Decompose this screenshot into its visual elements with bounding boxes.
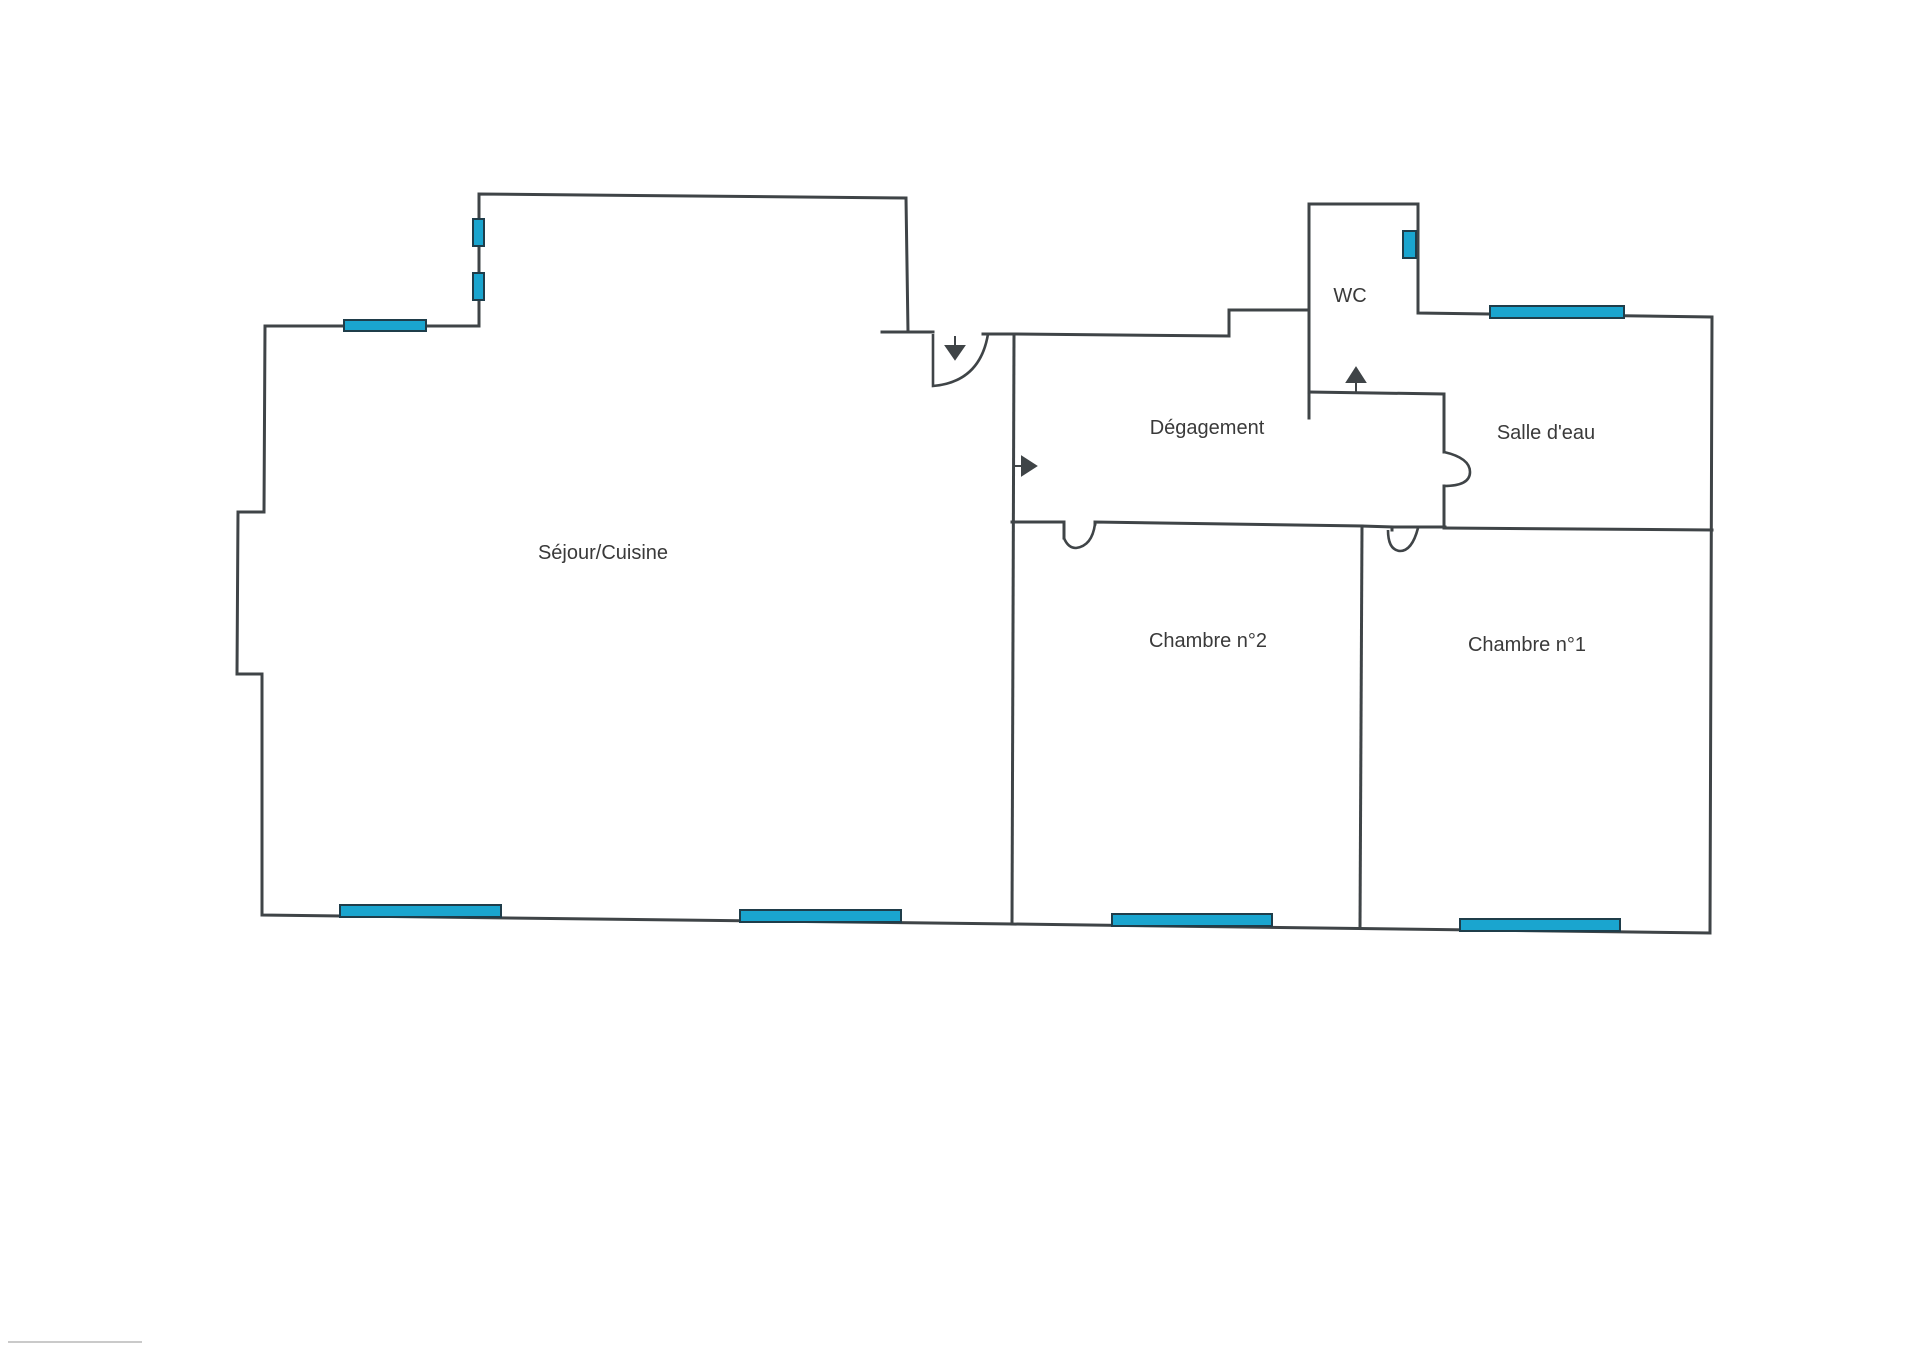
window-sejour-top	[343, 319, 427, 332]
room-label-chambre-2: Chambre n°2	[1149, 630, 1267, 652]
chambre1-top-wall	[1360, 524, 1394, 529]
wc-bottom-wall	[1307, 390, 1446, 454]
room-label-degagement: Dégagement	[1150, 417, 1265, 439]
room-label-chambre-1: Chambre n°1	[1468, 634, 1586, 656]
arrow-down-icon	[944, 336, 966, 361]
chambre1-door-swing	[1386, 527, 1420, 553]
room-label-sejour: Séjour/Cuisine	[538, 542, 668, 564]
separator-wall	[1010, 332, 1016, 926]
right-outer-wall	[1010, 202, 1714, 935]
salle-eau-bottom-wall	[1443, 526, 1714, 532]
arrows	[944, 336, 1367, 477]
room-label-salle-eau: Salle d'eau	[1497, 422, 1595, 444]
arrow-right-icon	[1015, 455, 1038, 477]
degagement-bottom-wall-left	[1010, 520, 1066, 540]
window-sejour-bottom-1	[339, 904, 502, 918]
interior-walls	[1010, 308, 1714, 930]
window-sejour-vertical-1	[472, 218, 485, 247]
chambre2-door-swing	[1062, 523, 1097, 550]
window-sejour-bottom-2	[739, 909, 902, 923]
window-wc	[1402, 230, 1417, 259]
room-label-wc: WC	[1333, 285, 1366, 307]
entry-door-swing	[931, 333, 990, 388]
windows	[339, 218, 1625, 932]
window-chambre1	[1459, 918, 1621, 932]
doors	[931, 333, 1472, 553]
sejour-outer-wall	[235, 192, 1014, 926]
salle-eau-door-swing	[1443, 450, 1472, 488]
degagement-bottom-wall-mid	[1093, 520, 1364, 528]
room-labels: Séjour/Cuisine Dégagement WC Salle d'eau…	[538, 285, 1595, 656]
exterior-walls	[235, 192, 1714, 935]
window-salle-eau	[1489, 305, 1625, 319]
chambre-partition	[1358, 524, 1364, 930]
window-sejour-vertical-2	[472, 272, 485, 301]
window-chambre2	[1111, 913, 1273, 927]
arrow-up-icon	[1345, 366, 1367, 392]
